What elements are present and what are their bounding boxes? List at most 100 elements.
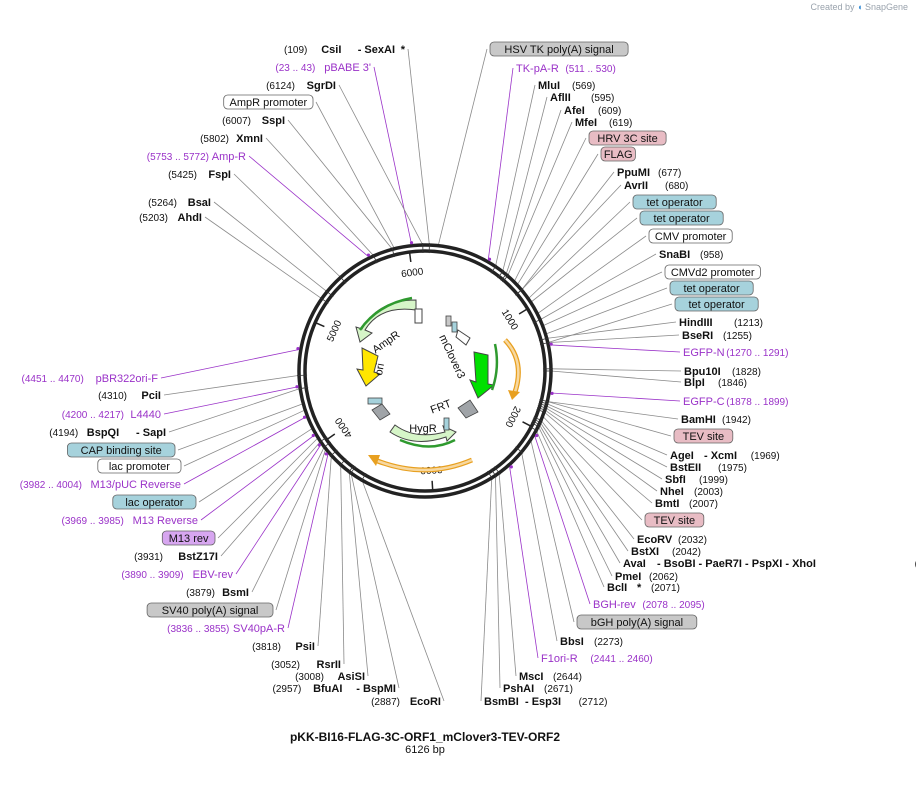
- feature-label-box[interactable]: [146, 602, 274, 618]
- enzyme-label: AfeI: [564, 105, 585, 117]
- enzyme-label: SspI: [262, 115, 285, 127]
- primer-binding-mark: [317, 443, 321, 447]
- feature-label-box[interactable]: [648, 228, 733, 244]
- feature-label-box[interactable]: [664, 264, 761, 280]
- site-position: (4194): [49, 428, 78, 439]
- mclover3-feature[interactable]: [469, 351, 496, 399]
- primer-label: EGFP-C: [683, 396, 725, 408]
- enzyme-label: BamHI: [681, 414, 716, 426]
- primer-binding-mark: [550, 391, 554, 396]
- label-leader-line: [547, 401, 679, 420]
- feature-label-box[interactable]: [600, 146, 636, 162]
- feature-label-box[interactable]: [576, 614, 698, 630]
- primer-label: M13 Reverse: [133, 515, 198, 527]
- cut-site-mark: [531, 420, 542, 426]
- site-position: (1846): [718, 378, 747, 389]
- enzyme-label: Bpu10I: [684, 366, 721, 378]
- backbone-inner-ring: [303, 249, 547, 493]
- label-leader-line: [287, 119, 393, 250]
- label-leader-line: [168, 388, 301, 433]
- feature-label-box[interactable]: [639, 210, 724, 226]
- primer-label: pBR322ori-F: [96, 373, 159, 385]
- enzyme-label: BstZ17I: [178, 551, 218, 563]
- primer-label: M13/pUC Reverse: [91, 479, 181, 491]
- snapgene-credit: Created by ◖ SnapGene: [810, 2, 908, 12]
- amp-r-promoter-feature[interactable]: [414, 308, 423, 324]
- site-position: (2441 .. 2460): [590, 654, 652, 665]
- site-position: (1213): [734, 318, 763, 329]
- cmv-promoter-feature[interactable]: [455, 329, 471, 346]
- enzyme-label-secondary: - SapI: [136, 427, 166, 439]
- hygr-feature[interactable]: [389, 424, 457, 442]
- bp-tick: [408, 251, 412, 263]
- enzyme-label: AhdI: [178, 212, 202, 224]
- feature-label: CMVd2 promoter: [671, 267, 755, 279]
- primer-label: SV40pA-R: [233, 623, 285, 635]
- hsv-tk-polya-feature[interactable]: [445, 315, 452, 327]
- primer-label: TK-pA-R: [516, 63, 559, 75]
- enzyme-label: HindIII: [679, 317, 713, 329]
- label-leader-line: [338, 84, 424, 246]
- feature-label-box[interactable]: [161, 530, 216, 546]
- site-position: (2078 .. 2095): [642, 600, 704, 611]
- inner-feature-label: ori: [373, 362, 387, 376]
- cut-site-mark: [490, 468, 497, 478]
- tet-operator-feature[interactable]: [451, 321, 458, 333]
- feature-label-box[interactable]: [489, 41, 629, 57]
- frt-feature[interactable]: [443, 417, 450, 431]
- feature-label: HSV TK poly(A) signal: [504, 44, 613, 56]
- enzyme-label: AsiSI: [337, 671, 365, 683]
- cut-site-mark: [339, 458, 347, 467]
- label-leader-line: [163, 385, 301, 415]
- site-position: (4200 .. 4217): [62, 410, 124, 421]
- orf1-arrow-icon: [508, 390, 520, 400]
- label-leader-line: [550, 370, 682, 383]
- feature-label-box[interactable]: [67, 442, 176, 458]
- bp-tick-label: 2000: [502, 404, 522, 429]
- feature-label: FLAG: [604, 149, 633, 161]
- cap-lac-features[interactable]: [367, 397, 383, 405]
- site-position: (3969 .. 3985): [62, 516, 124, 527]
- feature-label-box[interactable]: [588, 130, 667, 146]
- site-position: (3879): [186, 588, 215, 599]
- plasmid-length: 6126 bp: [405, 744, 445, 756]
- feature-label: M13 rev: [169, 533, 209, 545]
- enzyme-label: BsmBI: [484, 696, 519, 708]
- cut-site-mark: [537, 405, 548, 409]
- cut-site-mark: [515, 288, 524, 296]
- primer-binding-mark: [487, 257, 492, 261]
- feature-label-box[interactable]: [97, 458, 182, 474]
- hygr-arc: [399, 438, 456, 448]
- feature-label-box[interactable]: [674, 296, 759, 312]
- label-leader-line: [513, 137, 587, 283]
- bp-tick-label: 4000: [333, 415, 355, 440]
- feature-label-box[interactable]: [644, 512, 705, 528]
- enzyme-label: BstEII: [670, 462, 701, 474]
- enzyme-label: SnaBI: [659, 249, 690, 261]
- site-position: (1969): [751, 451, 780, 462]
- bgh-polya-feature[interactable]: [457, 399, 479, 419]
- feature-label-box[interactable]: [632, 194, 717, 210]
- sv40-polya-feature[interactable]: [371, 403, 391, 421]
- bp-tick: [314, 321, 325, 328]
- enzyme-label: NheI: [660, 486, 684, 498]
- feature-label-box[interactable]: [112, 494, 197, 510]
- label-leader-line: [251, 446, 325, 593]
- feature-label: SV40 poly(A) signal: [162, 605, 259, 617]
- label-leader-line: [315, 101, 395, 249]
- ori-feature[interactable]: [356, 347, 381, 387]
- primer-binding-mark: [535, 433, 539, 438]
- feature-label-box[interactable]: [223, 94, 314, 110]
- feature-label-box[interactable]: [669, 280, 754, 296]
- enzyme-label: SgrDI: [307, 80, 336, 92]
- enzyme-label: MscI: [519, 671, 543, 683]
- site-position: (1255): [723, 331, 752, 342]
- label-leader-line: [495, 475, 501, 689]
- feature-label-box[interactable]: [673, 428, 734, 444]
- enzyme-label: BmtI: [655, 498, 679, 510]
- label-leader-line: [545, 407, 663, 480]
- methylation-star-icon: *: [401, 44, 406, 56]
